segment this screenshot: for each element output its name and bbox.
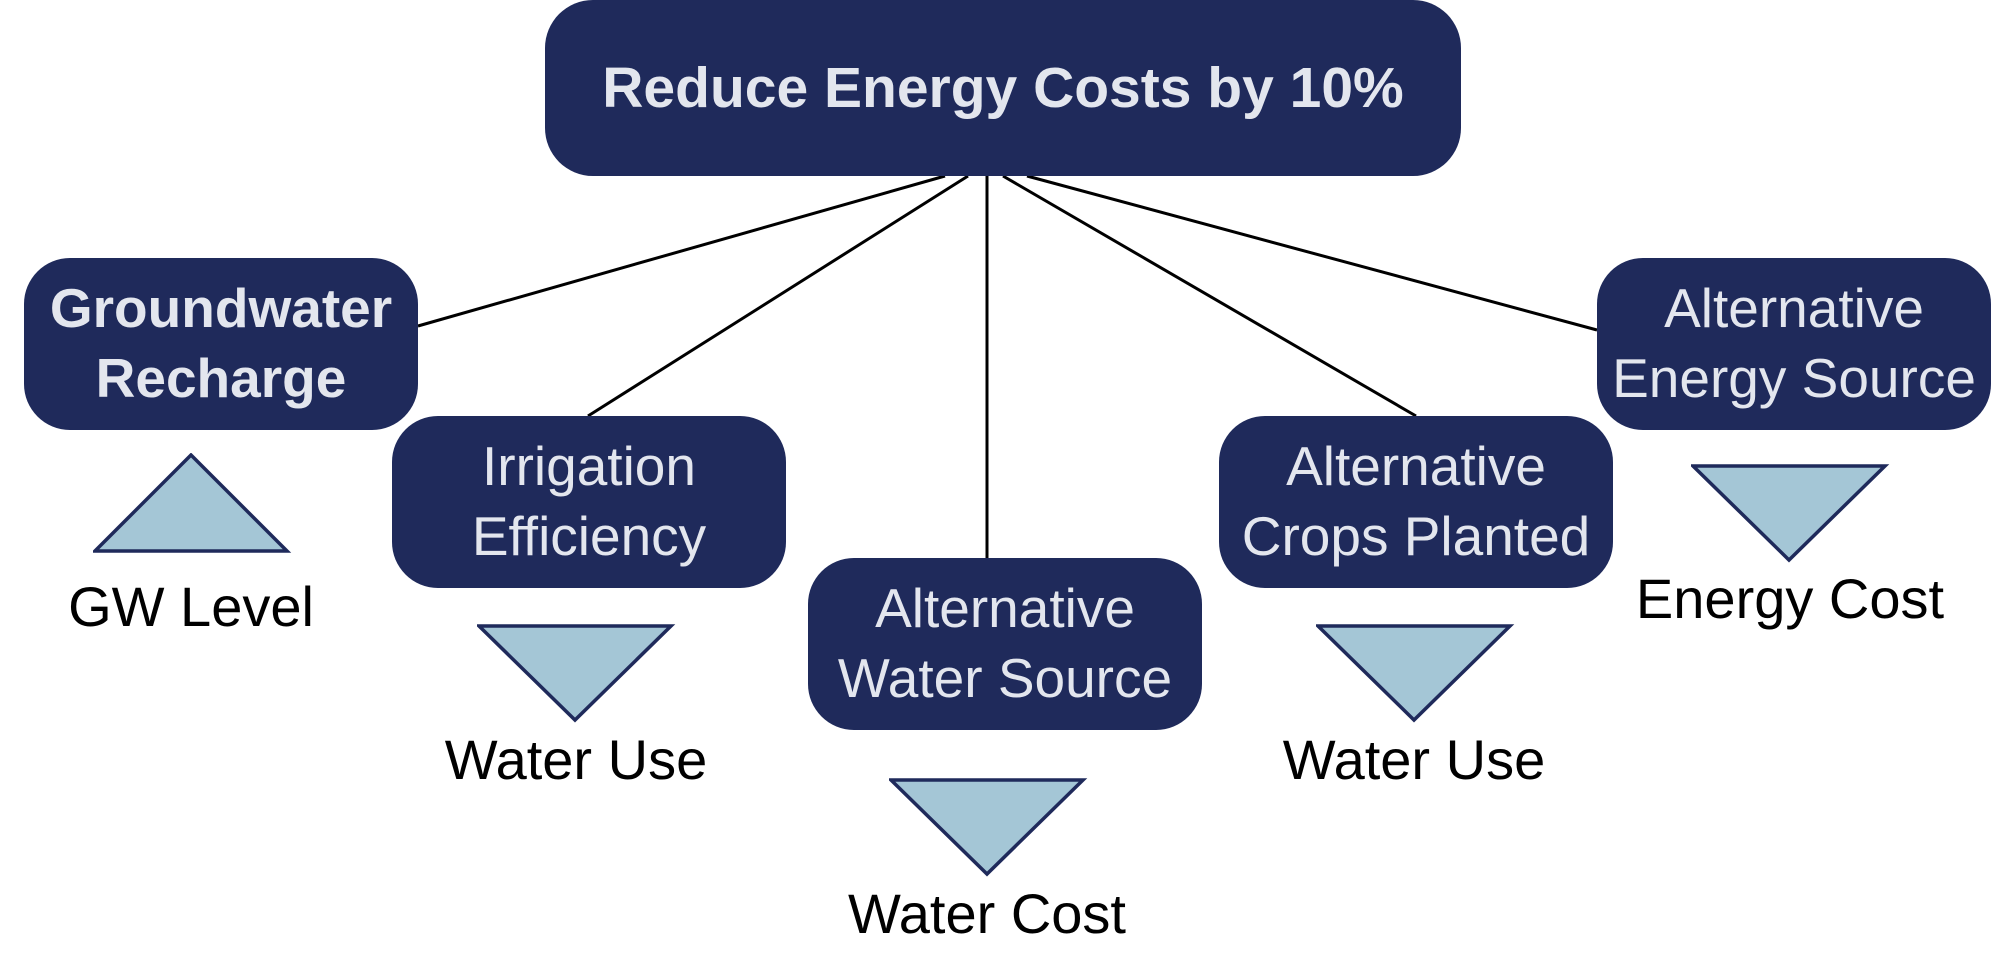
indicator-label-energy-cost: Energy Cost	[1635, 567, 1945, 630]
node-label-line-2: Recharge	[95, 347, 347, 409]
node-label-line-2: Efficiency	[471, 505, 707, 567]
increase-triangle-icon	[93, 453, 292, 553]
connector-groundwater-recharge	[417, 174, 946, 328]
node-label-line-1: Alternative	[875, 577, 1135, 640]
indicator-label-gw-level: GW Level	[68, 575, 314, 638]
node-label-line-2: Energy Source	[1612, 347, 1976, 409]
node-label-line-1: Groundwater	[49, 277, 393, 340]
decrease-triangle-icon	[1316, 624, 1515, 723]
indicator-label-water-cost: Water Cost	[848, 882, 1126, 945]
node-groundwater-recharge: Groundwater Recharge	[24, 258, 418, 430]
connector-alternative-energy-source	[1026, 174, 1598, 332]
node-alternative-crops-planted: Alternative Crops Planted	[1219, 416, 1613, 588]
node-label-line-2: Water Source	[837, 647, 1173, 709]
node-label-line-1: Alternative	[1286, 435, 1546, 498]
decrease-triangle-icon	[1691, 464, 1890, 563]
connector-irrigation-efficiency	[587, 174, 969, 418]
node-irrigation-efficiency: Irrigation Efficiency	[392, 416, 786, 588]
indicator-label-water-use: Water Use	[1282, 728, 1546, 791]
node-label-line-1: Irrigation	[482, 435, 696, 498]
node-label-line-1: Alternative	[1664, 277, 1924, 340]
root-goal-label: Reduce Energy Costs by 10%	[602, 55, 1404, 120]
indicator-label-water-use: Water Use	[444, 728, 708, 791]
node-alternative-water-source: Alternative Water Source	[808, 558, 1202, 730]
connector-alternative-crops-planted	[1002, 174, 1417, 418]
root-goal-box: Reduce Energy Costs by 10%	[545, 0, 1461, 176]
node-label-line-2: Crops Planted	[1241, 505, 1591, 567]
node-alternative-energy-source: Alternative Energy Source	[1597, 258, 1991, 430]
decrease-triangle-icon	[889, 778, 1088, 877]
decrease-triangle-icon	[477, 624, 676, 723]
